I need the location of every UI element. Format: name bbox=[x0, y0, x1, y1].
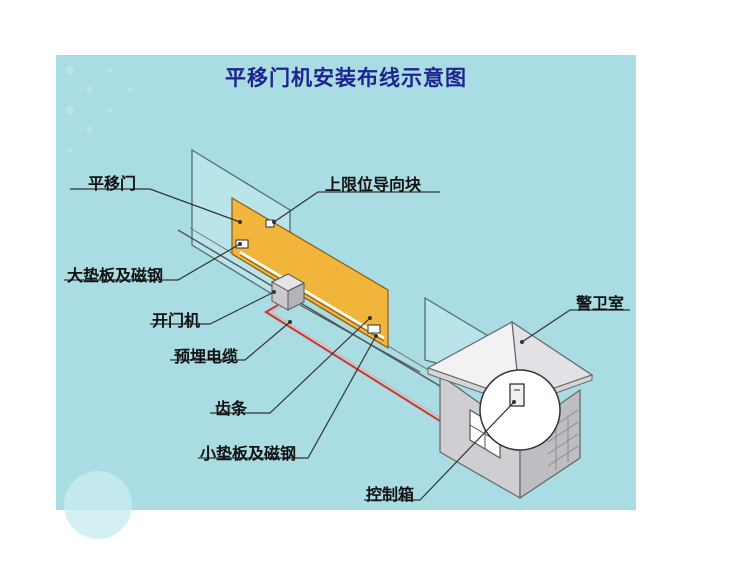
label-large-pad-magnet: 大垫板及磁钢 bbox=[67, 266, 164, 285]
diagram-title: 平移门机安装布线示意图 bbox=[225, 66, 467, 90]
dot-pattern bbox=[66, 66, 132, 152]
sliding-gate-panel bbox=[231, 196, 389, 350]
ground-rail-3 bbox=[299, 304, 421, 373]
leader-control-box bbox=[364, 401, 515, 501]
label-gate-opener: 开门机 bbox=[152, 311, 201, 330]
gate-opener-right bbox=[287, 282, 305, 311]
leader-lines bbox=[64, 188, 630, 501]
leader-guard-house bbox=[521, 309, 630, 343]
leader-upper-guide-block bbox=[273, 191, 440, 223]
label-embedded-cable: 预埋电缆 bbox=[174, 347, 239, 366]
leader-large-pad-magnet bbox=[64, 243, 241, 281]
small-pad-magnet bbox=[367, 324, 381, 334]
leader-gear-rack bbox=[210, 317, 371, 414]
gate-gear-rack bbox=[239, 250, 385, 340]
control-box bbox=[509, 383, 525, 407]
leader-embedded-cable bbox=[170, 321, 291, 361]
leader-small-pad-magnet bbox=[198, 335, 377, 459]
label-upper-guide-block: 上限位导向块 bbox=[325, 175, 422, 194]
ground-rail-1 bbox=[177, 229, 451, 393]
label-guard-house: 警卫室 bbox=[576, 294, 625, 313]
light-bubble bbox=[64, 471, 132, 539]
label-control-box: 控制箱 bbox=[366, 485, 415, 504]
leader-sliding-gate bbox=[70, 188, 241, 223]
leader-end-dots bbox=[238, 220, 524, 404]
leader-gate-opener bbox=[150, 291, 275, 325]
label-gear-rack: 齿条 bbox=[215, 399, 248, 418]
control-box-magnifier bbox=[479, 369, 561, 451]
gate-gear-rack-shadow bbox=[239, 254, 385, 342]
label-small-pad-magnet: 小垫板及磁钢 bbox=[200, 444, 297, 463]
label-sliding-gate: 平移门 bbox=[88, 174, 137, 193]
